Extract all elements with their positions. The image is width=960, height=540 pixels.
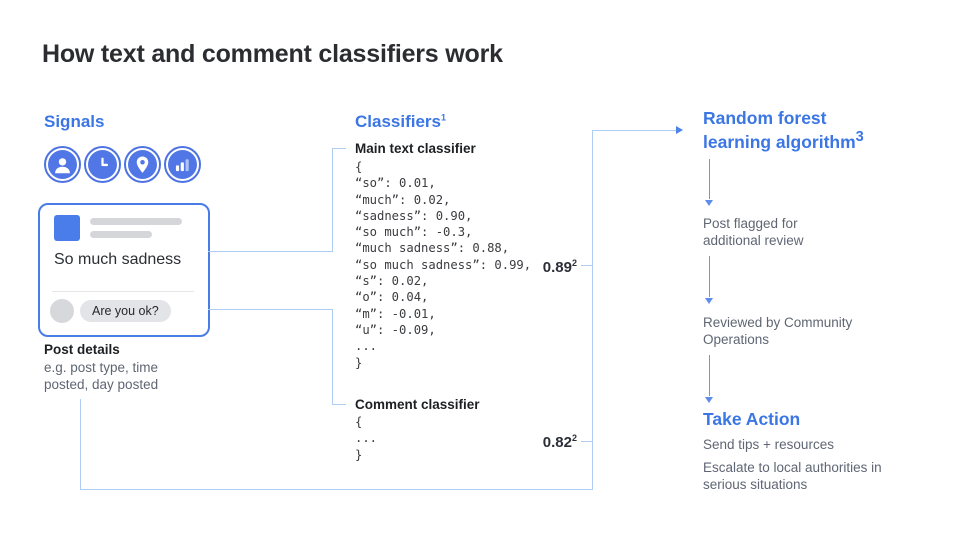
signal-icons bbox=[44, 146, 201, 183]
connector-score-comment-dash bbox=[581, 441, 593, 442]
connector-score-main-dash bbox=[581, 265, 593, 266]
take-action-heading: Take Action bbox=[703, 409, 801, 429]
connector-to-forest-h bbox=[592, 130, 676, 131]
step-reviewed: Reviewed by Community Operations bbox=[703, 315, 853, 347]
connector-trunk-v bbox=[592, 130, 593, 490]
comment-classifier-code: { ... } bbox=[355, 415, 378, 462]
flow-arrow-down bbox=[705, 159, 714, 206]
random-forest-heading: Random forest learning algorithm3 bbox=[703, 108, 864, 152]
connector-post-to-comment-v bbox=[332, 309, 333, 405]
step-post-flagged: Post flagged for additional review bbox=[703, 216, 804, 248]
post-details-heading: Post details bbox=[44, 342, 120, 357]
clock-icon bbox=[84, 146, 121, 183]
main-text-classifier-code: { “so”: 0.01, “much”: 0.02, “sadness”: 0… bbox=[355, 160, 532, 370]
comment-bubble: Are you ok? bbox=[80, 300, 171, 322]
post-details-description: e.g. post type, time posted, day posted bbox=[44, 360, 159, 392]
signals-heading: Signals bbox=[44, 112, 105, 131]
post-name-placeholder bbox=[90, 218, 182, 225]
post-divider bbox=[52, 291, 194, 292]
post-card: So much sadness Are you ok? bbox=[38, 203, 210, 337]
user-icon bbox=[44, 146, 81, 183]
post-details: Post details e.g. post type, time posted… bbox=[44, 342, 184, 393]
post-meta-placeholder bbox=[90, 231, 152, 238]
main-classifier-score: 0.892 bbox=[542, 258, 577, 276]
connector-post-to-main-h bbox=[208, 251, 332, 252]
arrow-head-to-forest bbox=[676, 126, 683, 134]
bar-chart-icon bbox=[164, 146, 201, 183]
connector-bottom-h bbox=[80, 489, 593, 490]
comment-row: Are you ok? bbox=[50, 299, 171, 323]
main-text-classifier-title: Main text classifier bbox=[355, 141, 476, 156]
post-avatar-placeholder bbox=[54, 215, 80, 241]
connector-post-to-comment-h bbox=[208, 309, 332, 310]
commenter-avatar bbox=[50, 299, 74, 323]
connector-postdetails-v bbox=[80, 399, 81, 490]
score-footnote-marker: 2 bbox=[571, 258, 577, 268]
comment-classifier-score: 0.822 bbox=[542, 433, 577, 451]
classifiers-footnote-marker: 1 bbox=[441, 112, 447, 123]
action-send-tips: Send tips + resources bbox=[703, 437, 834, 452]
action-escalate: Escalate to local authorities in serious… bbox=[703, 460, 882, 492]
page-title: How text and comment classifiers work bbox=[42, 40, 503, 68]
classifiers-heading: Classifiers1 bbox=[355, 112, 447, 131]
connector-comment-nub bbox=[332, 404, 346, 405]
score-footnote-marker: 2 bbox=[571, 433, 577, 443]
connector-post-to-main-v bbox=[332, 148, 333, 252]
connector-main-nub bbox=[332, 148, 346, 149]
flow-arrow-down bbox=[705, 355, 714, 403]
post-text: So much sadness bbox=[54, 251, 182, 268]
flow-arrow-down bbox=[705, 256, 714, 304]
location-pin-icon bbox=[124, 146, 161, 183]
random-forest-footnote-marker: 3 bbox=[855, 129, 864, 145]
comment-classifier-title: Comment classifier bbox=[355, 397, 480, 412]
